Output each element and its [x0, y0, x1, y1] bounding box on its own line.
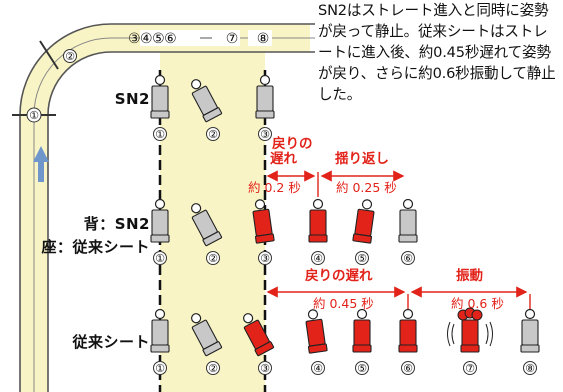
row-mixed-seat-6: [398, 198, 418, 243]
vibration-label: 振動: [456, 267, 483, 284]
delay-time: 約 0.2 秒: [248, 180, 301, 195]
track: ② ① ③④⑤⑥ ⑦ ⑧: [12, 23, 315, 392]
delay-label: 戻りの: [272, 135, 313, 152]
row-mixed-position-5: ⑤: [357, 252, 367, 265]
row-conventional-position-7-circle: [463, 361, 477, 375]
row-sn2-seat-1: [150, 74, 170, 119]
row-mixed-seat-4: [308, 198, 328, 243]
track-marker-2: ②: [65, 50, 75, 63]
row-conventional-position-8-circle: [523, 361, 537, 375]
vibration-time: 約 0.6 秒: [451, 296, 504, 311]
row-conventional-position-2: ②: [208, 362, 218, 375]
row-conventional-seat-6: [398, 308, 418, 353]
annotation-times: 約 0.2 秒 約 0.25 秒 約 0.45 秒 約 0.6 秒: [248, 180, 504, 311]
description-text: SN2はストレート進入と同時に姿勢が戻って静止。従来シートはストレートに進入後、…: [318, 2, 556, 103]
row-mixed-position-5-circle: [355, 251, 369, 265]
annotation-text: 戻りの 遅れ 揺り返し 戻りの遅れ 振動: [270, 135, 483, 284]
row-mixed-seat-5: [352, 199, 375, 244]
row-sn2-seat-2: [190, 79, 223, 123]
row-label-conventional: 従来シート: [72, 333, 150, 351]
row-conventional-position-8: ⑧: [525, 362, 535, 375]
row-conventional-seat-5: [352, 308, 372, 353]
row-conventional-position-5-circle: [355, 361, 369, 375]
row-mixed-position-6-circle: [401, 251, 415, 265]
row-conventional-position-7: ⑦: [465, 362, 475, 375]
row-mixed-seat-2: [190, 203, 223, 247]
swing-time: 約 0.25 秒: [336, 180, 397, 195]
row-mixed-position-2-circle: [206, 251, 220, 265]
row-conventional-position-4-circle: [311, 361, 325, 375]
row-conventional-seat-3: [242, 313, 275, 357]
row-mixed-position-4-circle: [311, 251, 325, 265]
track-marker-3-6: ③④⑤⑥: [128, 31, 176, 47]
timing-lines: [158, 70, 267, 392]
annotation-lines: [266, 170, 531, 318]
row-mixed-position-2: ②: [208, 252, 218, 265]
row-mixed-position-1-circle: [153, 251, 167, 265]
row-mixed-position-6: ⑥: [403, 252, 413, 265]
seat-figures: ① ② ③ ① ② ③ ④ ⑤ ⑥ ① ② ③ ④ ⑤ ⑥ ⑦ ⑧: [150, 74, 540, 375]
entry-arrow: [33, 146, 49, 182]
row-conventional-position-1: ①: [155, 362, 165, 375]
row-mixed-position-3-circle: [258, 251, 272, 265]
swing-label: 揺り返し: [335, 150, 389, 167]
row-conventional-position-5: ⑤: [357, 362, 367, 375]
row-conventional-position-3: ③: [260, 362, 270, 375]
row-conventional-position-2-circle: [206, 361, 220, 375]
row-sn2-position-1: ①: [155, 128, 165, 141]
row-conventional-seat-4: [305, 309, 328, 354]
track-marker-8: ⑧: [257, 31, 270, 47]
row-label-sn2: SN2: [114, 90, 150, 108]
row-sn2-position-2: ②: [208, 128, 218, 141]
track-marker-1: ①: [29, 109, 39, 122]
track-marker-7: ⑦: [226, 31, 239, 47]
row-conventional-seat-8: [520, 308, 540, 353]
row-conventional-position-1-circle: [153, 361, 167, 375]
row-sn2-position-2-circle: [206, 127, 220, 141]
row-conventional-seat-1: [150, 308, 170, 353]
row-label-mixed-line1: 背：SN2: [83, 215, 150, 233]
row-sn2-position-1-circle: [153, 127, 167, 141]
row-conventional-seat-2: [190, 313, 223, 357]
row-mixed-seat-3: [252, 199, 275, 244]
row-conventional-position-4: ④: [313, 362, 323, 375]
row-mixed-seat-1: [150, 198, 170, 243]
row-mixed-position-4: ④: [313, 252, 323, 265]
row-sn2-position-3: ③: [260, 128, 270, 141]
row-conventional-seat-7: [447, 307, 493, 353]
row-mixed-position-3: ③: [260, 252, 270, 265]
row-mixed-position-1: ①: [155, 252, 165, 265]
delay2-time: 約 0.45 秒: [313, 296, 374, 311]
row-sn2-seat-3: [255, 74, 275, 119]
delay2-label: 戻りの遅れ: [305, 267, 373, 284]
delay-label-2: 遅れ: [270, 151, 297, 167]
row-conventional-position-6-circle: [401, 361, 415, 375]
row-conventional-position-3-circle: [258, 361, 272, 375]
row-label-mixed-line2: 座：従来シート: [41, 238, 150, 256]
row-conventional-position-6: ⑥: [403, 362, 413, 375]
row-sn2-position-3-circle: [258, 127, 272, 141]
